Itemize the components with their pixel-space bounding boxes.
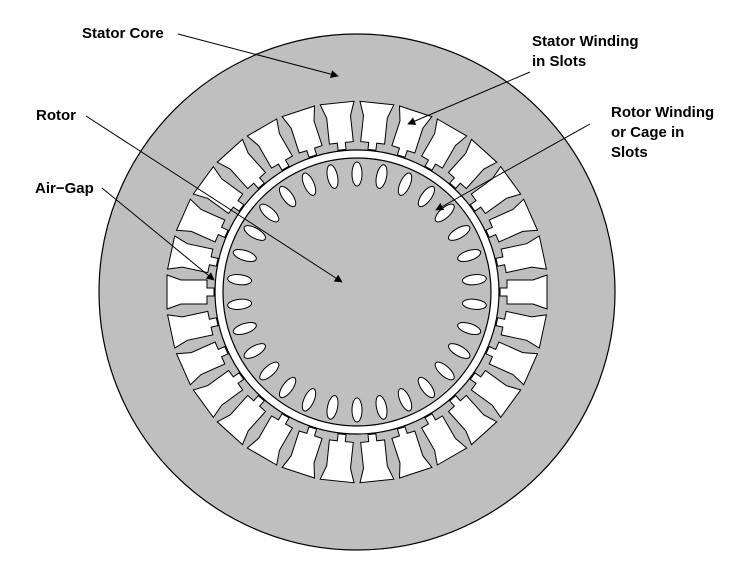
rotor-slot: [301, 388, 317, 412]
rotor-slot: [417, 376, 436, 399]
stator-slot: [359, 433, 395, 484]
stator-slot: [359, 100, 395, 151]
rotor-slot: [301, 172, 317, 196]
rotor-slot: [457, 321, 482, 336]
stator-slot: [485, 341, 539, 386]
rotor-leader: [85, 115, 343, 283]
rotor-slot: [397, 388, 413, 412]
rotor-slot: [461, 274, 487, 286]
rotor-slot: [461, 298, 487, 310]
rotor-slots: [227, 161, 487, 423]
stator-slot: [495, 235, 548, 274]
rotor-slot: [259, 203, 280, 223]
stator-slot: [391, 426, 433, 479]
rotor-slot: [448, 343, 471, 359]
air-gap-leader: [101, 187, 215, 281]
stator-winding-label: Stator Winding in Slots: [532, 33, 643, 70]
stator-slot: [281, 105, 323, 158]
rotor-slot: [278, 185, 297, 208]
stator-slot: [447, 138, 498, 190]
stator-core-label: Stator Core: [82, 25, 164, 42]
leader-lines: [85, 33, 591, 283]
rotor-winding-label-line2: or Cage in: [611, 124, 684, 141]
stator-slot: [166, 310, 219, 349]
stator-slot: [246, 413, 294, 466]
stator-slot: [319, 433, 355, 484]
stator-slot: [319, 100, 355, 151]
stator-slot: [175, 198, 229, 243]
air-gap-label: Air−Gap: [35, 180, 94, 197]
stator-slot: [447, 394, 498, 446]
rotor-winding-label: Rotor Winding or Cage in Slots: [611, 104, 718, 161]
rotor-slot: [351, 161, 363, 187]
stator-slots: [166, 100, 548, 484]
stator-slot: [246, 118, 294, 171]
rotor-slot: [232, 321, 257, 336]
rotor-slot: [227, 298, 253, 310]
rotor-slot: [227, 274, 253, 286]
stator-slot: [391, 105, 433, 158]
rotor-winding-label-line3: Slots: [611, 144, 648, 161]
rotor-slot: [457, 248, 482, 263]
stator-slot: [499, 274, 548, 310]
rotor-winding-label-line1: Rotor Winding: [611, 104, 714, 121]
stator-winding-leader: [407, 71, 531, 125]
rotor-slot: [434, 361, 455, 381]
rotor-slot: [278, 376, 297, 399]
stator-winding-label-line2: in Slots: [532, 53, 586, 70]
rotor-slot: [326, 164, 339, 189]
rotor-slot: [326, 395, 339, 420]
rotor-slot: [417, 185, 436, 208]
stator-slot: [175, 341, 229, 386]
stator-slot: [166, 235, 219, 274]
rotor-slot: [397, 172, 413, 196]
stator-slot: [485, 198, 539, 243]
stator-slot: [495, 310, 548, 349]
rotor-slot: [375, 395, 388, 420]
stator-slot: [420, 413, 468, 466]
rotor-body: [222, 157, 492, 427]
stator-slot: [281, 426, 323, 479]
stator-slot: [192, 369, 245, 419]
stator-slot: [216, 394, 267, 446]
stator-core-leader: [177, 33, 339, 79]
stator-winding-label-line1: Stator Winding: [532, 33, 639, 50]
stator-slot: [420, 118, 468, 171]
rotor-label: Rotor: [36, 107, 76, 124]
stator-slot: [469, 369, 522, 419]
rotor-slot: [259, 361, 280, 381]
rotor-slot: [232, 248, 257, 263]
stator-slot: [216, 138, 267, 190]
rotor-slot: [448, 225, 471, 241]
rotor-winding-leader: [435, 123, 591, 211]
rotor-slot: [243, 343, 266, 359]
stator-slot: [469, 165, 522, 215]
rotor-slot: [375, 164, 388, 189]
stator-slot: [166, 274, 215, 310]
rotor-slot: [351, 397, 363, 423]
stator-slot: [192, 165, 245, 215]
rotor-slot: [243, 225, 266, 241]
